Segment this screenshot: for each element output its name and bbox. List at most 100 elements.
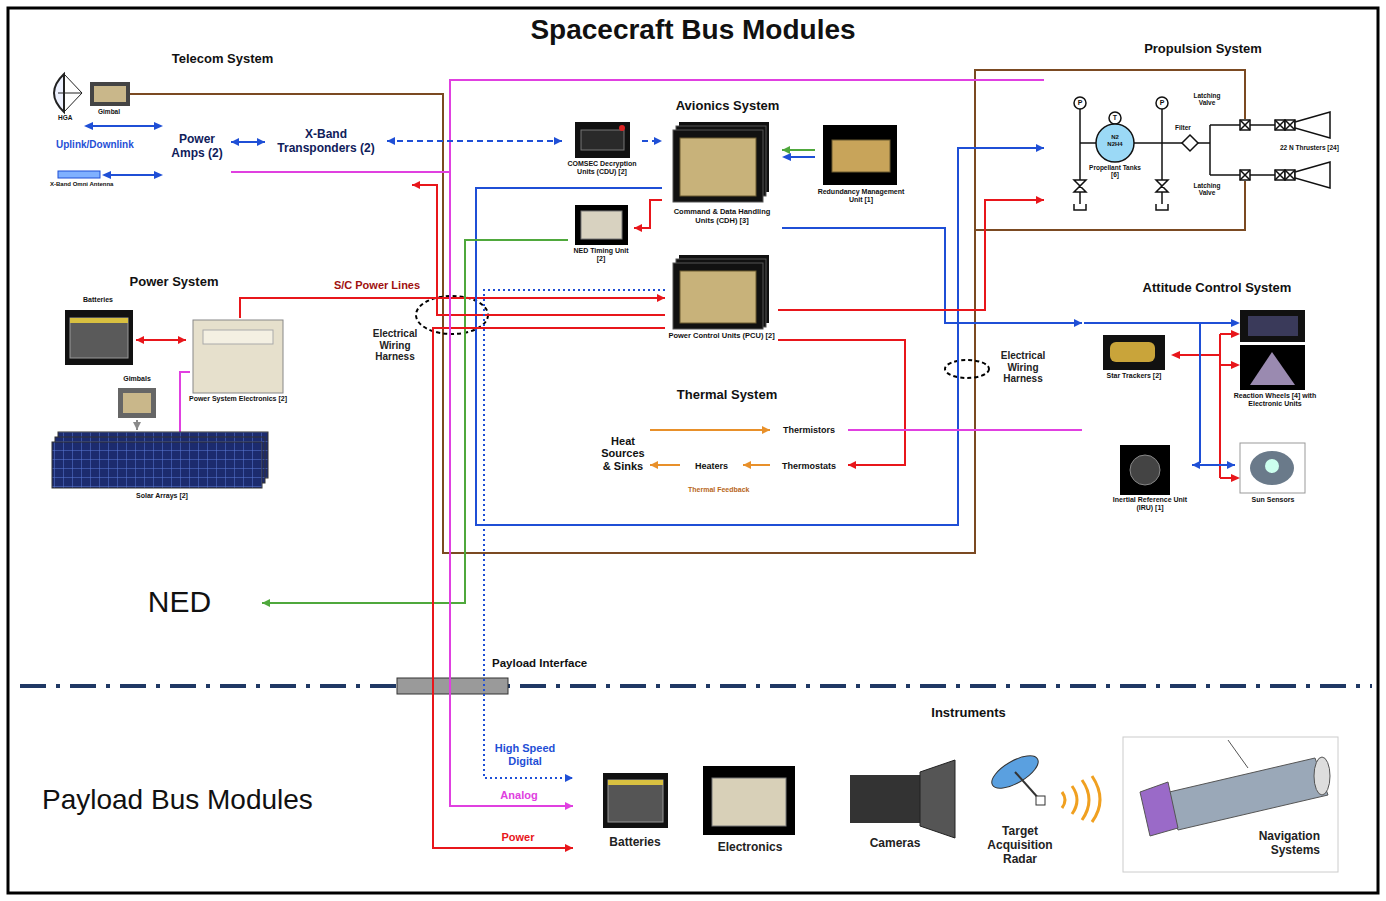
arrow-head [762, 426, 770, 434]
drawing-rect [94, 86, 126, 102]
propulsion-panel: Propulsion System N2 N2H4Propellant Tanks… [1044, 38, 1362, 244]
drawing-rect [608, 780, 663, 785]
connector [782, 146, 815, 154]
pill-box: Thermistors [770, 422, 848, 439]
outer-frame [8, 8, 1378, 893]
annotation-label: Uplink/Downlink [56, 139, 134, 151]
drawing-polygon [154, 171, 163, 179]
arrow-head [657, 294, 665, 302]
node-label: Batteries [609, 836, 660, 850]
telecom-panel: Telecom SystemPower Amps (2)X-Band Trans… [33, 47, 412, 212]
node-label: Inertial Reference Unit (IRU) [1] [1110, 496, 1190, 512]
arrow-head [136, 336, 144, 344]
drawing-circle [1096, 124, 1134, 162]
annotation-label: Electrical Wiring Harness [994, 350, 1052, 385]
node-label: Power Control Units (PCU) [2] [668, 332, 774, 341]
unit-picture: Inertial Reference Unit (IRU) [1] [1108, 443, 1192, 523]
drawing-circle [1109, 112, 1121, 124]
drawing-rect [1240, 120, 1250, 130]
unit-picture: Reaction Wheels [4] with Electronic Unit… [1225, 343, 1325, 415]
drawing-rect [203, 330, 273, 344]
unit-picture: Power System Electronics [2] [186, 318, 290, 418]
connector [231, 138, 265, 146]
instruments-panel: InstrumentsBatteriesElectronicsCamerasTa… [573, 700, 1364, 888]
unit-picture: Gimbals [112, 375, 162, 420]
node-label: X-Band Transponders (2) [269, 128, 383, 156]
node-label: Batteries [83, 296, 113, 304]
connector [650, 461, 680, 469]
drawing-rect [581, 211, 622, 239]
drawing-line [1080, 142, 1096, 144]
process-box: Power Amps (2) [163, 111, 231, 183]
connector [782, 228, 1082, 327]
drawing-polyline [975, 181, 1245, 230]
drawing-circle [1130, 455, 1160, 485]
annotation-label: Latching Valve [1190, 182, 1224, 197]
arrow-head [565, 774, 573, 782]
connector-line [778, 200, 1044, 310]
arrow-head [1192, 461, 1200, 469]
edge-label: Analog [494, 789, 544, 802]
node-label: Thermistors [783, 425, 835, 435]
drawing-line [1134, 142, 1182, 144]
drawing-rect [1103, 335, 1165, 370]
pill-box: Thermostats [770, 458, 848, 475]
arrow-head [654, 137, 662, 145]
node-label: Electronics [718, 841, 783, 855]
propellant-tank: N2 N2H4Propellant Tanks [6] [1085, 124, 1145, 198]
box-shape [33, 270, 315, 512]
solar-array-picture: Solar Arrays [2] [50, 430, 274, 508]
arrow-head [848, 461, 856, 469]
drawing-polygon [1140, 782, 1178, 836]
connector-line [778, 340, 905, 465]
node-label: Star Trackers [2] [1107, 372, 1162, 380]
annotation-label: 22 N Thrusters [24] [1280, 144, 1339, 151]
connector [262, 240, 568, 607]
drawing-rect [1248, 316, 1298, 336]
drawing-line [790, 156, 815, 158]
annotation-label: X-Band Omni Antenna [50, 181, 113, 188]
annotation-label: Thermal Feedback [688, 486, 749, 494]
drawing-line [1250, 174, 1275, 176]
arrow-head [1227, 461, 1235, 469]
annotation-label: T [1110, 114, 1120, 122]
node-label: Target Acquisition Radar [977, 825, 1063, 866]
drawing-rect [123, 393, 151, 413]
attitude-panel: Attitude Control SystemStar Trackers [2]… [1082, 271, 1352, 540]
connector-line [262, 240, 568, 603]
drawing-rect [70, 318, 128, 358]
connector [634, 200, 662, 232]
drawing-circle [619, 125, 625, 131]
arrow-head [1036, 196, 1044, 204]
drawing-line [58, 93, 82, 94]
arrow-head [231, 138, 239, 146]
unit-picture: Batteries [60, 296, 136, 368]
annotation-label: P [1157, 99, 1167, 107]
node-label: N2 N2H4 [1105, 134, 1125, 148]
node-label: NED [148, 585, 211, 620]
drawing-path [1275, 170, 1295, 180]
edge-label: S/C Power Lines [322, 279, 432, 292]
drawing-polygon [920, 760, 955, 838]
drawing-polygon [154, 122, 163, 130]
connector [642, 137, 662, 145]
connector [743, 461, 770, 469]
drawing-rect [608, 780, 663, 822]
arrow-head [565, 802, 573, 810]
node-label: Power System Electronics [2] [189, 395, 287, 403]
instrument-picture: Electronics [700, 764, 800, 860]
drawing-rect [703, 766, 795, 835]
connector-line [476, 148, 1044, 525]
drawing-path [1074, 204, 1168, 210]
connector-line [433, 328, 665, 848]
drawing-rect [90, 82, 130, 106]
container-title: Propulsion System [1144, 42, 1262, 57]
drawing-path [1240, 120, 1250, 130]
drawing-rect [603, 773, 668, 828]
unit-picture: Sun Sensors [1235, 441, 1311, 521]
drawing-rect [1120, 445, 1170, 495]
connector [231, 172, 573, 810]
drawing-line [1209, 125, 1211, 175]
drawing-rect [575, 205, 628, 245]
edge-label: High Speed Digital [490, 742, 560, 767]
